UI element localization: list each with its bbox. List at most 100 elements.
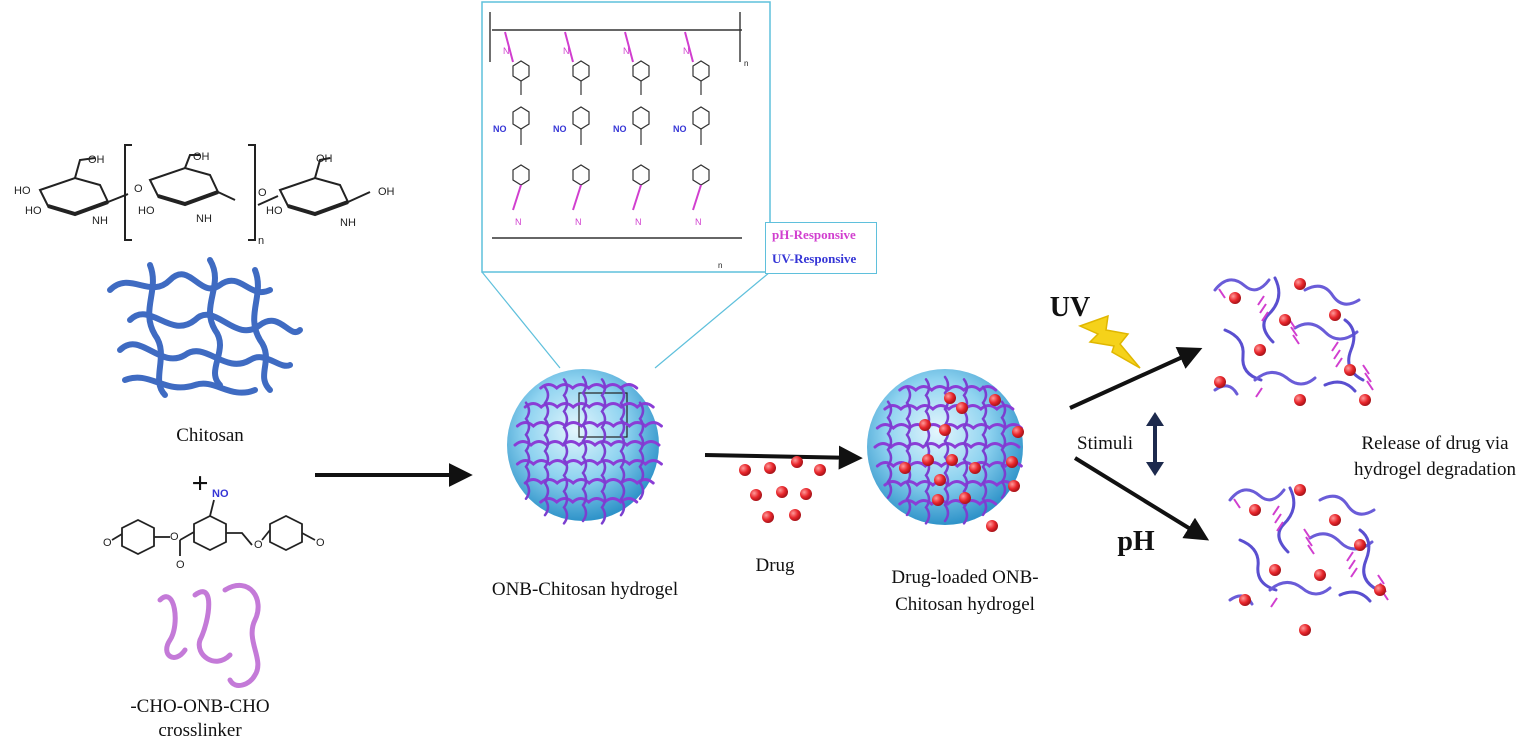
repeat-n-label: n: [718, 261, 722, 270]
hydrogel-fragment: [1262, 276, 1281, 344]
released-drug-particle: [1229, 292, 1241, 304]
benzene-ring: [692, 60, 710, 82]
network-crosslink: [543, 385, 550, 517]
cleaved-linker: [1276, 521, 1284, 532]
released-drug-particle: [1249, 504, 1261, 516]
imine-bond: [632, 184, 642, 211]
benzene-ring: [632, 164, 650, 186]
drug-particle: [789, 509, 801, 521]
nitrobenzyl-ring: [692, 106, 710, 130]
lightning-bolt-icon: [1077, 314, 1141, 369]
crosslinker-label-line1: -CHO-ONB-CHO: [130, 696, 270, 717]
cleaved-linker: [1348, 559, 1356, 570]
cleaved-linker: [1346, 551, 1354, 562]
released-drug-particle: [1329, 514, 1341, 526]
hydrogel-label: ONB-Chitosan hydrogel: [491, 579, 679, 600]
no2-label: NO: [613, 124, 627, 134]
released-drug-particle: [1269, 564, 1281, 576]
no2-label: NO: [673, 124, 687, 134]
o-label: O: [170, 531, 179, 543]
crosslinker-structure: [111, 499, 316, 556]
drug-particle: [944, 392, 956, 404]
stimuli-label: Stimuli: [1077, 433, 1133, 454]
drug-particle: [776, 486, 788, 498]
cleaved-linker: [1270, 597, 1278, 608]
imine-bond: [684, 31, 694, 63]
imine-n-label: N: [623, 46, 630, 56]
oh-label: OH: [378, 186, 395, 198]
chitosan-chains: [107, 257, 303, 398]
cleaved-linker: [1233, 498, 1241, 509]
benzene-ring: [632, 60, 650, 82]
drug-particle: [939, 424, 951, 436]
cleaved-linker: [1366, 380, 1374, 391]
imine-n-label: N: [695, 217, 702, 227]
released-drug-particle: [1354, 539, 1366, 551]
ho-label: HO: [138, 205, 155, 217]
o-label: O: [176, 559, 185, 571]
release-label-line1: Release of drug via: [1361, 433, 1509, 454]
ho-label: HO: [266, 205, 283, 217]
cleaved-linker: [1333, 349, 1341, 360]
drug-particle: [750, 489, 762, 501]
drug-label: Drug: [755, 555, 795, 576]
nh2-label: NH: [92, 215, 108, 227]
cleaved-linker: [1307, 544, 1315, 555]
nitrobenzyl-ring: [572, 106, 590, 130]
drug-particle: [814, 464, 826, 476]
arrow-to-loaded: [704, 445, 863, 470]
network-crosslink: [981, 385, 988, 517]
cleaved-linker: [1362, 364, 1370, 375]
legend-uv-responsive: UV-Responsive: [772, 251, 857, 266]
cleaved-linker: [1257, 295, 1265, 306]
arrow-ph: [1073, 456, 1210, 541]
no2-label: NO: [553, 124, 567, 134]
drug-particle: [791, 456, 803, 468]
drug-particle: [899, 462, 911, 474]
chitosan-label: Chitosan: [176, 425, 244, 446]
drug-particle: [932, 494, 944, 506]
benzene-ring: [512, 60, 530, 82]
cleaved-linker: [1335, 357, 1343, 368]
repeat-n-label: n: [258, 235, 264, 247]
network-strand: [539, 497, 639, 504]
drug-particle: [1012, 426, 1024, 438]
nitrobenzyl-ring: [632, 106, 650, 130]
imine-bond: [692, 184, 702, 211]
released-drug-particle: [1374, 584, 1386, 596]
released-drug-particle: [1279, 314, 1291, 326]
oh-label: OH: [193, 151, 210, 163]
cleaved-linker: [1272, 505, 1280, 516]
nitrobenzyl-ring: [512, 106, 530, 130]
network-strand: [883, 480, 1015, 487]
imine-bond: [512, 184, 522, 211]
repeat-n-label: n: [744, 59, 748, 68]
drug-particle: [989, 394, 1001, 406]
loaded-drug-particles: [899, 392, 1024, 532]
responsive-legend: pH-Responsive UV-Responsive: [765, 222, 877, 274]
drug-particle: [946, 454, 958, 466]
loaded-label-line1: Drug-loaded ONB-: [891, 567, 1039, 588]
hydrogel-fragment: [1323, 380, 1357, 393]
imine-bond: [564, 31, 574, 63]
released-drug-particle: [1329, 309, 1341, 321]
cleaved-linker: [1261, 311, 1269, 322]
imine-n-label: N: [683, 46, 690, 56]
network-crosslink: [600, 378, 607, 525]
released-drug-particle: [1299, 624, 1311, 636]
benzene-ring: [512, 164, 530, 186]
imine-bond: [624, 31, 634, 63]
drug-particle: [969, 462, 981, 474]
hydrogel-fragment: [1213, 384, 1239, 396]
o-label: O: [316, 537, 325, 549]
hydrogel-fragment: [1238, 538, 1278, 592]
drug-particle: [956, 402, 968, 414]
hydrogel-fragment: [1318, 494, 1376, 516]
network-crosslink: [886, 400, 893, 500]
drug-particles: [739, 456, 826, 523]
network-strand: [883, 404, 1015, 411]
hydrogel-fragment: [1303, 284, 1361, 306]
drug-particle: [919, 419, 931, 431]
hydrogel-fragment: [1338, 590, 1372, 603]
